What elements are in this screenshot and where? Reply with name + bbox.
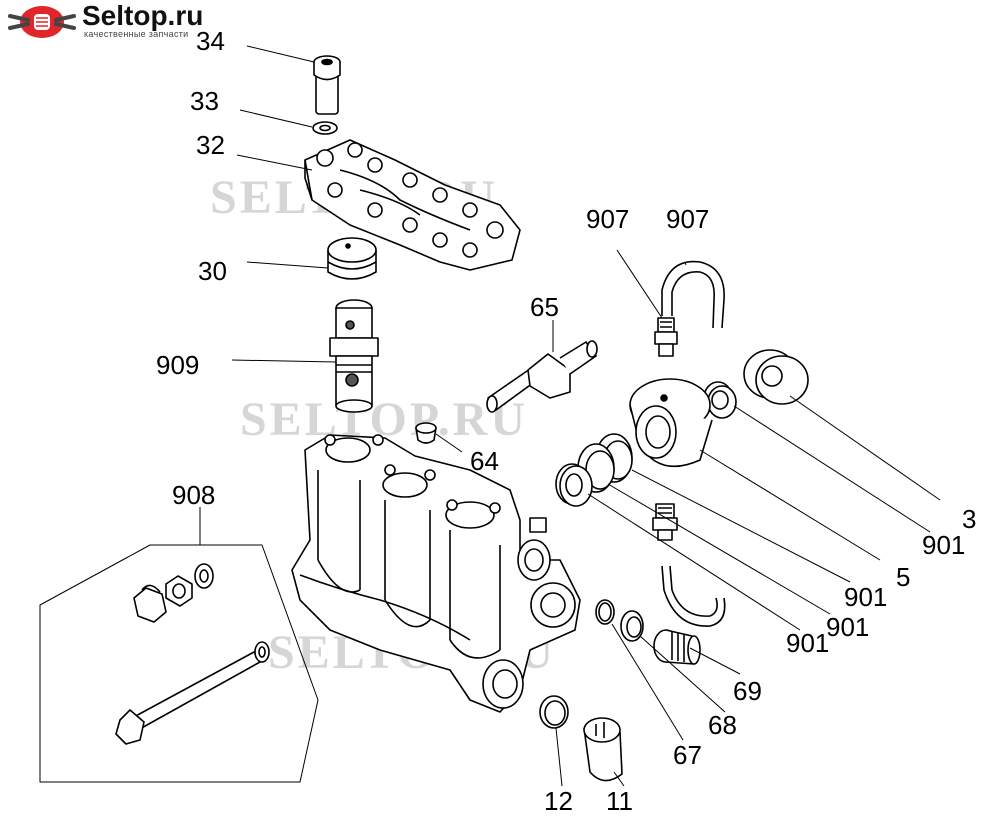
label-12-text: 12 — [544, 786, 573, 816]
label-3-text: 3 — [962, 504, 977, 534]
label-68[interactable]: 68 — [708, 712, 737, 738]
label-901d[interactable]: 901 — [786, 630, 829, 656]
bolt-34 — [313, 55, 341, 115]
ring-68 — [620, 610, 644, 642]
wrench-fist-icon — [8, 6, 76, 38]
label-69[interactable]: 69 — [733, 678, 762, 704]
cap-nut-908 — [133, 584, 167, 623]
label-30-text: 30 — [198, 256, 227, 286]
hose-lower — [661, 565, 726, 627]
bolt-908 — [115, 641, 270, 745]
label-33[interactable]: 33 — [190, 88, 219, 114]
label-3[interactable]: 3 — [962, 506, 976, 532]
label-33-text: 33 — [190, 86, 219, 116]
label-12[interactable]: 12 — [544, 788, 573, 814]
valve-909 — [329, 299, 379, 413]
label-32-text: 32 — [196, 130, 225, 160]
housing-5 — [629, 378, 713, 468]
plug-11 — [583, 717, 623, 782]
label-69-text: 69 — [733, 676, 762, 706]
label-64-text: 64 — [470, 446, 499, 476]
label-30[interactable]: 30 — [198, 258, 227, 284]
oring-12 — [539, 695, 569, 729]
leader-lines — [199, 45, 941, 787]
label-901a-text: 901 — [922, 530, 966, 560]
washer-33 — [312, 121, 338, 135]
hose-907b — [661, 260, 725, 329]
seltop-logo[interactable]: Seltop.ru качественные запчасти — [6, 0, 256, 42]
seal-901d — [555, 463, 593, 507]
label-909-text: 909 — [156, 350, 200, 380]
fitting-907a — [654, 317, 678, 357]
label-901a[interactable]: 901 — [922, 532, 965, 558]
shaft-65 — [486, 340, 598, 413]
label-11[interactable]: 11 — [606, 788, 633, 814]
pump-body — [291, 434, 581, 713]
label-909[interactable]: 909 — [156, 352, 199, 378]
logo-name: Seltop.ru — [82, 0, 204, 31]
washer-908 — [194, 563, 214, 589]
cover-plate-32 — [304, 139, 521, 271]
label-907b[interactable]: 907 — [666, 206, 709, 232]
label-34-text: 34 — [196, 26, 225, 56]
washer-3 — [743, 349, 809, 405]
label-5[interactable]: 5 — [896, 564, 910, 590]
label-907a-text: 907 — [586, 204, 630, 234]
adapter-69 — [653, 629, 701, 665]
label-67[interactable]: 67 — [673, 742, 702, 768]
seal-901a — [703, 381, 737, 419]
label-901c-text: 901 — [826, 612, 870, 642]
label-64[interactable]: 64 — [470, 448, 499, 474]
oring-67 — [595, 599, 615, 625]
label-901b-text: 901 — [844, 582, 888, 612]
plug-30 — [327, 237, 377, 280]
label-67-text: 67 — [673, 740, 702, 770]
label-11-text: 11 — [606, 786, 633, 816]
label-907a[interactable]: 907 — [586, 206, 629, 232]
label-901d-text: 901 — [786, 628, 830, 658]
label-65-text: 65 — [530, 292, 559, 322]
label-32[interactable]: 32 — [196, 132, 225, 158]
kit-908-frame — [39, 544, 319, 783]
nut-908 — [165, 575, 193, 607]
label-907b-text: 907 — [666, 204, 710, 234]
label-908[interactable]: 908 — [172, 482, 215, 508]
label-68-text: 68 — [708, 710, 737, 740]
label-901b[interactable]: 901 — [844, 584, 887, 610]
label-901c[interactable]: 901 — [826, 614, 869, 640]
logo-tagline: качественные запчасти — [84, 29, 189, 39]
label-908-text: 908 — [172, 480, 216, 510]
label-65[interactable]: 65 — [530, 294, 559, 320]
plug-64 — [415, 422, 437, 444]
label-5-text: 5 — [896, 562, 911, 592]
label-34[interactable]: 34 — [196, 28, 225, 54]
